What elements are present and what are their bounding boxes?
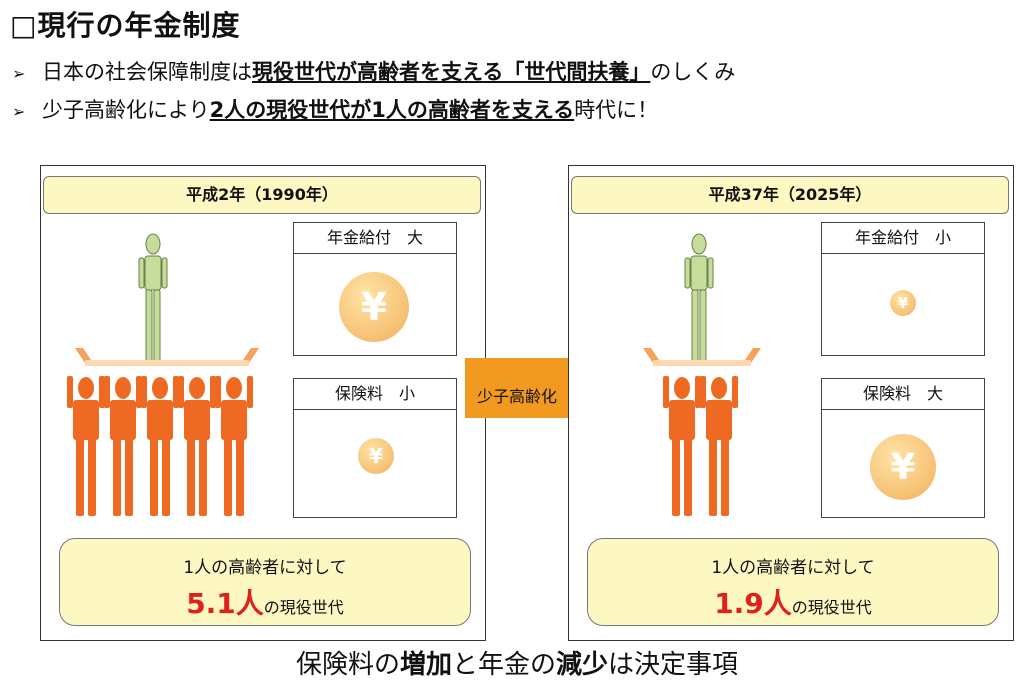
benefit-box: 年金給付 大 ¥ [293, 222, 457, 356]
premium-label: 保険料 大 [822, 379, 984, 410]
result-box: 1人の高齢者に対して 5.1人の現役世代 [59, 538, 471, 626]
result-line2: 5.1人の現役世代 [60, 582, 470, 622]
support-tray-icon [75, 348, 259, 366]
footer-text: は決定事項 [608, 650, 739, 680]
premium-box: 保険料 小 ¥ [293, 378, 457, 518]
worker-figure-icon [178, 376, 216, 516]
result-line2: 1.9人の現役世代 [588, 582, 998, 622]
elder-figure-icon [684, 233, 714, 363]
worker-figure-icon [141, 376, 179, 516]
result-line1: 1人の高齢者に対して [711, 558, 875, 578]
benefit-box: 年金給付 小 ¥ [821, 222, 985, 356]
year-label: 平成37年（2025年） [571, 176, 1009, 214]
bullet-text: 日本の社会保障制度は [42, 60, 252, 84]
result-suffix: の現役世代 [791, 598, 872, 617]
footer-statement: 保険料の増加と年金の減少は決定事項 [0, 644, 1034, 681]
footer-emphasis: 減少 [556, 650, 609, 680]
premium-label: 保険料 小 [294, 379, 456, 410]
arrow-bullet-icon: ➢ [12, 64, 26, 83]
worker-figures [663, 376, 738, 516]
support-illustration [643, 233, 761, 516]
yen-coin-small-icon: ¥ [358, 438, 394, 474]
bullet-item: ➢ 日本の社会保障制度は現役世代が高齢者を支える「世代間扶養」のしくみ [12, 56, 735, 86]
support-illustration [67, 233, 259, 516]
result-box: 1人の高齢者に対して 1.9人の現役世代 [587, 538, 999, 626]
bullet-text: のしくみ [650, 60, 736, 84]
worker-figure-icon [215, 376, 253, 516]
yen-coin-large-icon: ¥ [339, 272, 409, 342]
elder-figure-icon [138, 233, 168, 363]
bullet-emphasis: 現役世代が高齢者を支える「世代間扶養」 [252, 60, 651, 84]
worker-figure-icon [67, 376, 105, 516]
panel-2025: 平成37年（2025年） 年金給付 小 ¥ 保険料 大 ¥ 1人の高齢者に対して… [568, 165, 1014, 641]
panel-1990: 平成2年（1990年） 年金給付 大 ¥ 保険料 小 ¥ 1人の高齢者に対して … [40, 165, 486, 641]
premium-box: 保険料 大 ¥ [821, 378, 985, 518]
worker-figure-icon [663, 376, 701, 516]
footer-emphasis: 増加 [399, 650, 452, 680]
support-tray-icon [643, 348, 761, 366]
worker-figure-icon [700, 376, 738, 516]
yen-coin-small-icon: ¥ [890, 290, 916, 316]
result-line1: 1人の高齢者に対して [183, 558, 347, 578]
arrow-bullet-icon: ➢ [12, 102, 26, 121]
bullet-text: 少子高齢化により [42, 98, 210, 122]
bullet-text: 時代に！ [574, 98, 659, 122]
bullet-emphasis: 2人の現役世代が1人の高齢者を支える [209, 98, 575, 122]
footer-text: 保険料の [295, 650, 400, 680]
result-suffix: の現役世代 [263, 598, 344, 617]
bullet-item: ➢ 少子高齢化により2人の現役世代が1人の高齢者を支える時代に！ [12, 94, 658, 124]
benefit-label: 年金給付 大 [294, 223, 456, 254]
worker-figure-icon [104, 376, 142, 516]
yen-coin-large-icon: ¥ [870, 434, 936, 500]
year-label: 平成2年（1990年） [43, 176, 481, 214]
benefit-label: 年金給付 小 [822, 223, 984, 254]
worker-figures [67, 376, 253, 516]
result-number: 5.1人 [186, 587, 264, 620]
result-number: 1.9人 [714, 587, 792, 620]
footer-text: と年金の [451, 650, 556, 680]
transition-label: 少子高齢化 [476, 387, 557, 406]
page-title: □現行の年金制度 [10, 9, 241, 42]
